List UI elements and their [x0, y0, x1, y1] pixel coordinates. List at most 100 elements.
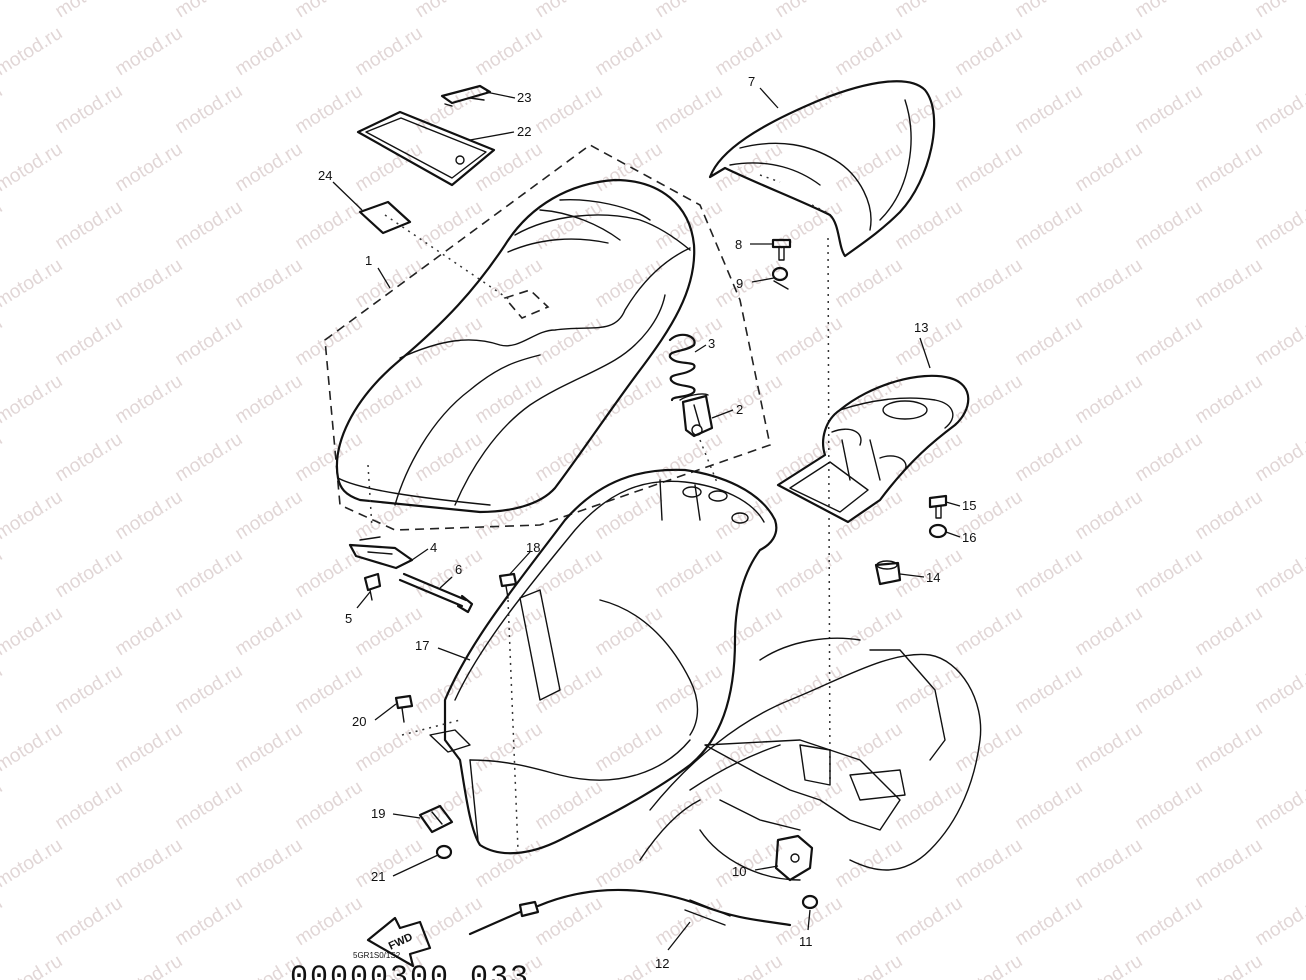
watermark-text: motod.ru: [52, 777, 127, 835]
watermark-text: motod.ru: [292, 777, 367, 835]
watermark-text: motod.ru: [712, 139, 787, 197]
callout-17: 17: [415, 638, 429, 653]
watermark-text: motod.ru: [1072, 139, 1147, 197]
tail-cover-7: [708, 80, 936, 258]
seat-lock-cable-12: [468, 888, 792, 936]
watermark-text: motod.ru: [112, 23, 187, 81]
bolt-15: [928, 494, 948, 519]
watermark-text: motod.ru: [652, 81, 727, 139]
watermark-text: motod.ru: [352, 835, 427, 893]
watermark-text: motod.ru: [52, 429, 127, 487]
callout-11: 11: [799, 934, 813, 949]
callout-18: 18: [526, 540, 540, 555]
watermark-text: motod.ru: [0, 23, 66, 81]
watermark-text: motod.ru: [0, 313, 6, 371]
watermark-text: motod.ru: [1012, 81, 1087, 139]
watermark-text: motod.ru: [772, 0, 847, 22]
watermark-text: motod.ru: [112, 139, 187, 197]
watermark-text: motod.ru: [712, 719, 787, 777]
watermark-text: motod.ru: [292, 313, 367, 371]
watermark-text: motod.ru: [52, 81, 127, 139]
watermark-text: motod.ru: [232, 23, 307, 81]
watermark-text: motod.ru: [472, 835, 547, 893]
callout-23: 23: [517, 90, 531, 105]
watermark-text: motod.ru: [952, 719, 1027, 777]
watermark-text: motod.ru: [0, 893, 6, 951]
bracket-19: [418, 804, 454, 834]
watermark-text: motod.ru: [892, 81, 967, 139]
watermark-text: motod.ru: [1072, 371, 1147, 429]
watermark-text: motod.ru: [412, 429, 487, 487]
watermark-text: motod.ru: [532, 777, 607, 835]
watermark-text: motod.ru: [1072, 487, 1147, 545]
watermark-text: motod.ru: [1192, 719, 1267, 777]
watermark-text: motod.ru: [532, 545, 607, 603]
callout-20: 20: [352, 714, 366, 729]
watermark-text: motod.ru: [772, 661, 847, 719]
box-dotline-20: [401, 719, 461, 736]
watermark-text: motod.ru: [832, 603, 907, 661]
seat-clip-23: [440, 84, 492, 107]
watermark-text: motod.ru: [1192, 139, 1267, 197]
watermark-text: motod.ru: [412, 81, 487, 139]
watermark-text: motod.ru: [112, 719, 187, 777]
watermark-text: motod.ru: [1072, 835, 1147, 893]
watermark-text: motod.ru: [292, 661, 367, 719]
watermark-text: motod.ru: [0, 197, 6, 255]
watermark-text: motod.ru: [412, 197, 487, 255]
forward-label: FWD: [387, 931, 415, 952]
watermark-text: motod.ru: [712, 255, 787, 313]
watermark-text: motod.ru: [0, 719, 66, 777]
watermark-text: motod.ru: [592, 23, 667, 81]
watermark-text: motod.ru: [1012, 545, 1087, 603]
watermark-text: motod.ru: [412, 0, 487, 22]
watermark-text: motod.ru: [1132, 545, 1207, 603]
watermark-text: motod.ru: [712, 371, 787, 429]
watermark-text: motod.ru: [772, 81, 847, 139]
watermark-text: motod.ru: [1192, 23, 1267, 81]
watermark-text: motod.ru: [52, 545, 127, 603]
watermark-text: motod.ru: [472, 139, 547, 197]
callout-5: 5: [345, 611, 352, 626]
watermark-text: motod.ru: [472, 487, 547, 545]
watermark-text: motod.ru: [52, 313, 127, 371]
watermark-text: motod.ru: [0, 603, 66, 661]
watermark-text: motod.ru: [1132, 893, 1207, 951]
callout-12: 12: [655, 956, 669, 971]
watermark-text: motod.ru: [1132, 777, 1207, 835]
watermark-text: motod.ru: [1012, 313, 1087, 371]
nut-21: [435, 844, 453, 860]
watermark-text: motod.ru: [712, 835, 787, 893]
watermark-text: motod.ru: [652, 545, 727, 603]
watermark-text: motod.ru: [952, 603, 1027, 661]
bolt-18: [498, 572, 518, 599]
watermark-text: motod.ru: [1012, 661, 1087, 719]
watermark-text: motod.ru: [52, 197, 127, 255]
callout-labels: 23 22 24 1 7 3 2 8 9 13 15 16 14 4 6 5 1…: [318, 74, 976, 971]
watermark-text: motod.ru: [0, 81, 6, 139]
watermark-text: motod.ru: [1012, 777, 1087, 835]
watermark-text: motod.ru: [832, 23, 907, 81]
callout-9: 9: [736, 276, 743, 291]
watermark-text: motod.ru: [832, 835, 907, 893]
watermark-text: motod.ru: [232, 719, 307, 777]
watermark-text: motod.ru: [952, 371, 1027, 429]
watermark-text: motod.ru: [1252, 777, 1306, 835]
watermark-text: motod.ru: [1252, 313, 1306, 371]
watermark-text: motod.ru: [952, 835, 1027, 893]
watermark-text: motod.ru: [112, 603, 187, 661]
watermark-text: motod.ru: [1132, 197, 1207, 255]
watermark-text: motod.ru: [112, 951, 187, 980]
watermark-text: motod.ru: [172, 0, 247, 22]
watermark-text: motod.ru: [1192, 371, 1267, 429]
watermark-text: motod.ru: [652, 0, 727, 22]
watermark-text: motod.ru: [0, 661, 6, 719]
watermark-text: motod.ru: [532, 313, 607, 371]
watermark-text: motod.ru: [1132, 81, 1207, 139]
watermark-text: motod.ru: [352, 255, 427, 313]
drawing-subcode: 5GR1S0/1S2: [353, 951, 401, 960]
callout-2: 2: [736, 402, 743, 417]
